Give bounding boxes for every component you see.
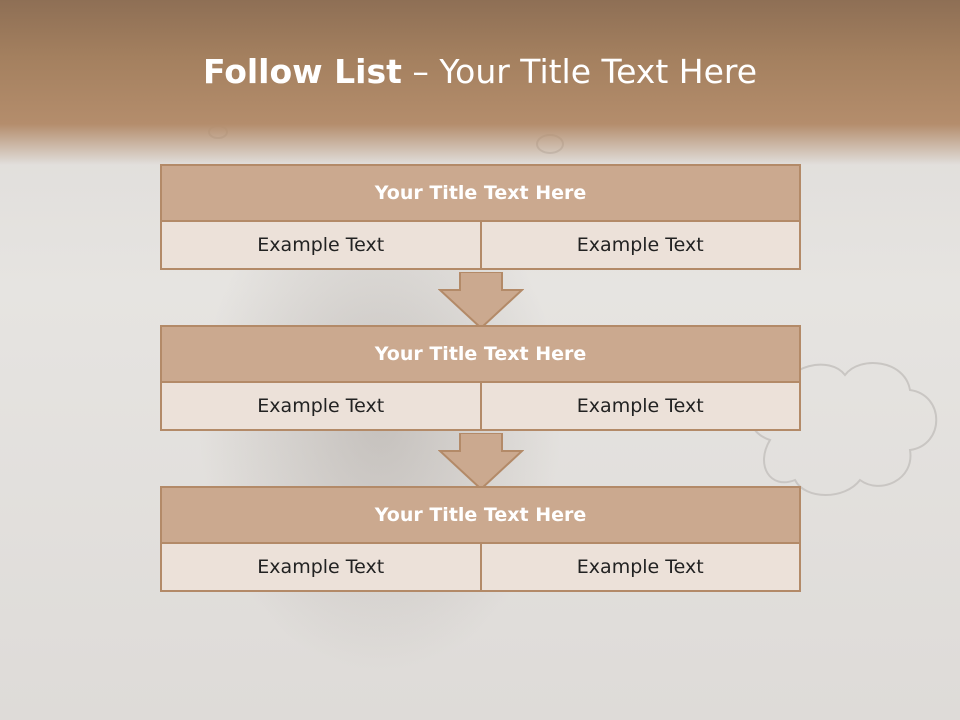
- block-cell-left: Example Text: [162, 222, 480, 268]
- down-arrow-1: [438, 272, 524, 330]
- down-arrow-2: [438, 433, 524, 491]
- block-row: Example Text Example Text: [162, 222, 799, 268]
- list-block-2: Your Title Text Here Example Text Exampl…: [160, 325, 801, 431]
- block-cell-right: Example Text: [479, 222, 799, 268]
- block-cell-left: Example Text: [162, 383, 480, 429]
- block-row: Example Text Example Text: [162, 544, 799, 590]
- header-band: [0, 0, 960, 165]
- block-title: Your Title Text Here: [162, 488, 799, 544]
- block-title: Your Title Text Here: [162, 327, 799, 383]
- slide-title-bold: Follow List: [202, 52, 402, 91]
- block-row: Example Text Example Text: [162, 383, 799, 429]
- list-block-1: Your Title Text Here Example Text Exampl…: [160, 164, 801, 270]
- slide-title: Follow List – Your Title Text Here: [0, 52, 960, 91]
- block-cell-right: Example Text: [479, 383, 799, 429]
- block-title: Your Title Text Here: [162, 166, 799, 222]
- block-cell-left: Example Text: [162, 544, 480, 590]
- list-block-3: Your Title Text Here Example Text Exampl…: [160, 486, 801, 592]
- slide-title-rest: – Your Title Text Here: [401, 52, 758, 91]
- block-cell-right: Example Text: [479, 544, 799, 590]
